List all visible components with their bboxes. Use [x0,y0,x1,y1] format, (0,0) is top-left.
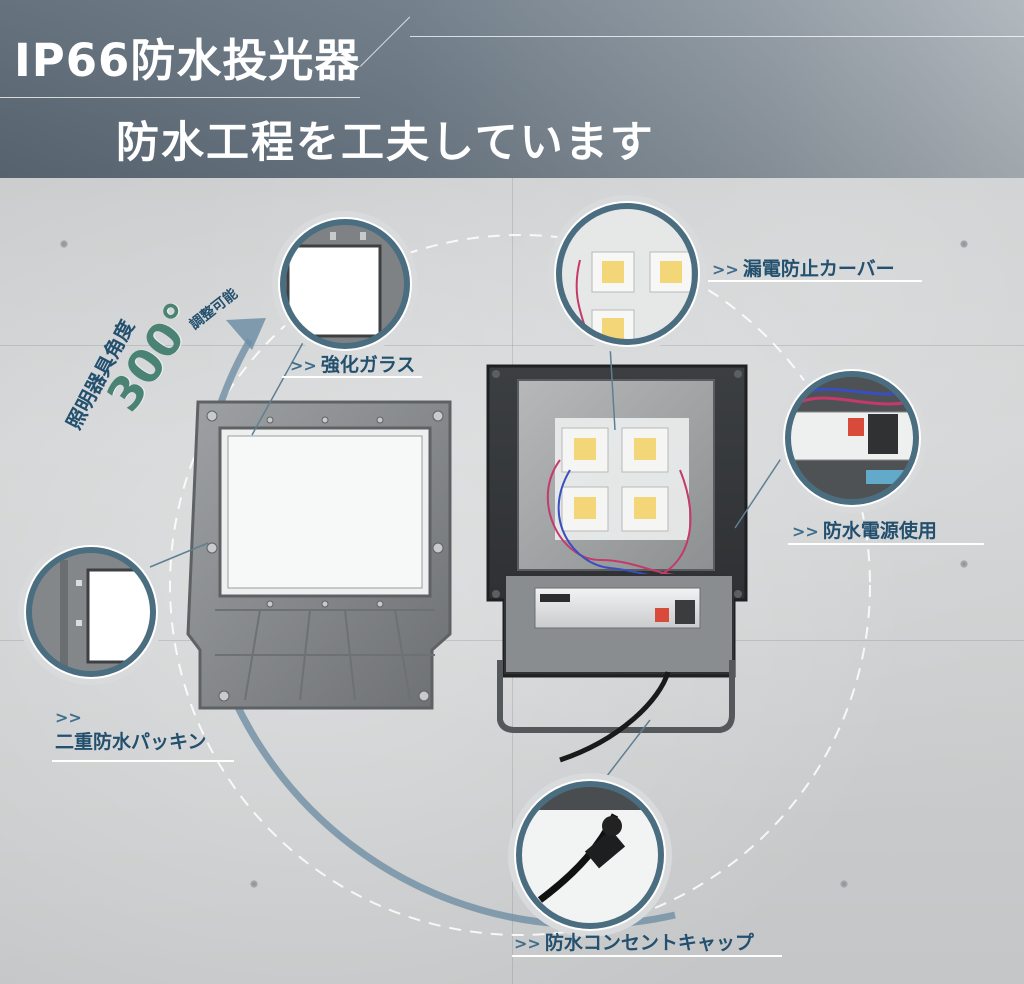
header-band [0,0,1024,178]
callout-underline [512,955,782,957]
form-tie-hole [960,240,968,248]
zoom-circle-connector-cap [508,773,672,937]
led-chips [561,427,669,532]
callout-text: 漏電防止カーバー [742,258,895,280]
callout-arrows: >> [55,708,82,727]
header-rule [0,97,360,98]
form-tie-hole [60,240,68,248]
callout-underline [788,543,984,545]
callout-text: 防水コンセントキャップ [544,932,754,954]
zoom-circle-glass [272,211,418,357]
callout-arrows: >> [792,522,819,541]
power-cable [559,671,671,763]
callout-arrows: >> [712,260,739,279]
callout-text: 二重防水パッキン [55,731,207,753]
callout-underline [708,280,922,282]
rotation-arrowhead [226,318,266,350]
callout-waterproof-power: >>防水電源使用 [792,516,937,543]
header-rule [410,36,1024,37]
callout-text: 強化ガラス [320,354,416,376]
form-tie-hole [840,880,848,888]
callout-text: 防水電源使用 [822,520,937,542]
callout-leak-cover: >>漏電防止カーバー [712,254,895,281]
form-tie-hole [250,880,258,888]
callout-tempered-glass: >>強化ガラス [290,350,415,377]
callout-arrows: >> [514,934,541,953]
callout-connector-cap: >>防水コンセントキャップ [514,928,754,955]
callout-underline [282,376,422,378]
page-subtitle: 防水工程を工夫しています [116,118,655,168]
page-title: IP66防水投光器 [14,34,361,87]
orbit-dashed-ring [169,234,871,936]
callout-double-gasket: >> 二重防水パッキン [55,708,206,754]
callout-arrows: >> [290,356,317,375]
zoom-circle-power-supply [777,363,927,513]
form-tie-hole [960,560,968,568]
floodlight-housing [486,364,748,763]
callout-underline [52,760,234,762]
zoom-circle-gasket [18,539,164,685]
concrete-seam [0,345,1024,346]
power-driver [534,587,701,629]
zoom-circle-led-cover [548,195,706,353]
front-frame [186,400,452,710]
